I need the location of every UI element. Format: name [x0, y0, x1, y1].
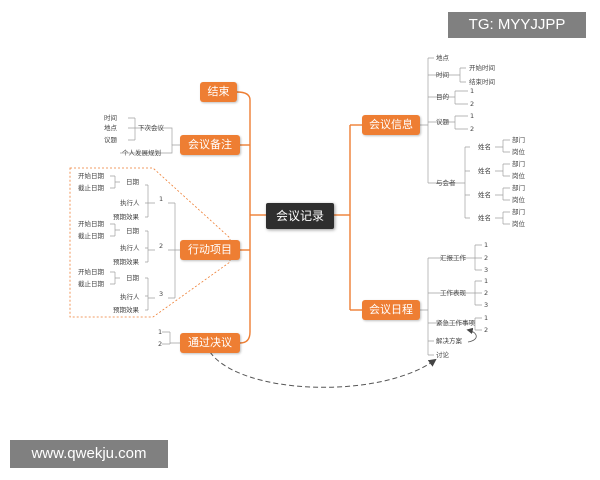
meeting-notes-node[interactable]: 会议备注 — [180, 135, 240, 155]
meeting-agenda-node[interactable]: 会议日程 — [362, 300, 420, 320]
action-items-node[interactable]: 行动项目 — [180, 240, 240, 260]
action-2-owner: 执行人 — [120, 244, 140, 252]
action-2-date: 日期 — [126, 227, 139, 235]
resolution-node[interactable]: 通过决议 — [180, 333, 240, 353]
action-3-start-date: 开始日期 — [78, 268, 104, 276]
next-item-place: 地点 — [104, 124, 117, 132]
next-item-time: 时间 — [104, 114, 117, 122]
solution-relation-arrow — [466, 327, 477, 343]
connector-to-resolution — [239, 331, 251, 344]
attendee-3-dept: 部门 — [512, 184, 525, 192]
action-1-expected: 预期效果 — [113, 213, 139, 221]
info-start-time: 开始时间 — [469, 64, 495, 72]
agenda-performance-1: 1 — [484, 277, 489, 285]
action-3-date: 日期 — [126, 274, 139, 282]
actions-branch-lines — [110, 175, 180, 311]
action-1-owner: 执行人 — [120, 199, 140, 207]
agenda-urgent-1: 1 — [484, 314, 489, 322]
watermark-bottom: www.qwekju.com — [10, 440, 168, 468]
action-1-date: 日期 — [126, 178, 139, 186]
agenda-report-1: 1 — [484, 241, 489, 249]
action-3-due-date: 截止日期 — [78, 280, 104, 288]
watermark-top: TG: MYYJJPP — [448, 12, 586, 38]
info-branch-lines — [420, 57, 510, 225]
agenda-performance-2: 2 — [484, 289, 489, 297]
actions-dashed-frame — [69, 167, 231, 318]
action-3-expected: 预期效果 — [113, 306, 139, 314]
center-node[interactable]: 会议记录 — [266, 203, 334, 229]
meeting-info-node[interactable]: 会议信息 — [362, 115, 420, 135]
end-node[interactable]: 结束 — [200, 82, 237, 102]
agenda-report-2: 2 — [484, 254, 489, 262]
info-purpose-2: 2 — [470, 100, 475, 108]
action-3-owner: 执行人 — [120, 293, 140, 301]
action-2-due-date: 截止日期 — [78, 232, 104, 240]
connector-to-end — [236, 91, 251, 101]
action-2-expected: 预期效果 — [113, 258, 139, 266]
action-1-number: 1 — [159, 195, 164, 203]
info-time: 时间 — [436, 71, 449, 79]
agenda-report: 汇报工作 — [440, 254, 466, 262]
next-item-topic: 议题 — [104, 136, 117, 144]
attendee-2-name: 姓名 — [478, 167, 491, 175]
agenda-report-3: 3 — [484, 266, 489, 274]
action-2-start-date: 开始日期 — [78, 220, 104, 228]
info-topic-1: 1 — [470, 112, 475, 120]
personal-development-label: 个人发展规划 — [122, 149, 161, 157]
attendee-4-position: 岗位 — [512, 220, 525, 228]
attendee-1-position: 岗位 — [512, 148, 525, 156]
info-purpose: 目的 — [436, 93, 449, 101]
attendee-3-name: 姓名 — [478, 191, 491, 199]
attendee-2-dept: 部门 — [512, 160, 525, 168]
info-topic-2: 2 — [470, 125, 475, 133]
info-end-time: 结束时间 — [469, 78, 495, 86]
next-meeting-label: 下次会议 — [138, 124, 164, 132]
resolution-item-2: 2 — [158, 340, 163, 348]
info-place: 地点 — [436, 54, 449, 62]
resolution-item-1: 1 — [158, 328, 163, 336]
attendee-4-dept: 部门 — [512, 208, 525, 216]
agenda-discussion: 讨论 — [436, 351, 449, 359]
agenda-urgent: 紧急工作事项 — [436, 319, 475, 327]
action-1-start-date: 开始日期 — [78, 172, 104, 180]
attendee-1-name: 姓名 — [478, 143, 491, 151]
action-2-number: 2 — [159, 242, 164, 250]
action-1-due-date: 截止日期 — [78, 184, 104, 192]
agenda-performance-3: 3 — [484, 301, 489, 309]
attendee-1-dept: 部门 — [512, 136, 525, 144]
info-attendees: 与会者 — [436, 179, 456, 187]
action-3-number: 3 — [159, 290, 164, 298]
resolution-to-agenda-arrow — [209, 351, 437, 388]
info-topic: 议题 — [436, 118, 449, 126]
agenda-solution: 解决方案 — [436, 337, 462, 345]
agenda-urgent-2: 2 — [484, 326, 489, 334]
attendee-3-position: 岗位 — [512, 196, 525, 204]
resolution-branch-lines — [162, 331, 180, 345]
info-purpose-1: 1 — [470, 87, 475, 95]
notes-branch-lines — [120, 117, 180, 154]
attendee-4-name: 姓名 — [478, 214, 491, 222]
agenda-performance: 工作表现 — [440, 289, 466, 297]
agenda-branch-lines — [420, 244, 482, 356]
attendee-2-position: 岗位 — [512, 172, 525, 180]
